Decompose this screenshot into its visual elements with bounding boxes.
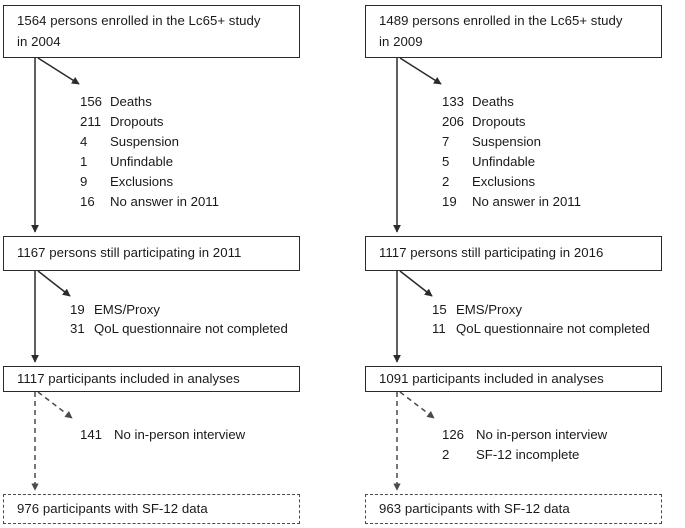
final-box-2009: 963 participants with SF-12 data [365,494,662,524]
loss-count: 211 [80,114,102,129]
loss-item: 141 No in-person interview [80,428,245,448]
loss-reason: Suspension [110,134,179,149]
loss-item: 19 EMS/Proxy [70,303,288,322]
loss-reason: No in-person interview [476,427,608,442]
loss-count: 2 [442,174,450,189]
participating-box-2011: 1167 persons still participating in 2011 [3,236,300,271]
loss-list-2009-wave3: 126 No in-person interview 2 SF-12 incom… [442,428,607,468]
loss-item: 7 Suspension [442,135,581,155]
loss-item: 16 No answer in 2011 [80,195,219,215]
loss-reason: Dropouts [472,114,526,129]
loss-item: 133 Deaths [442,95,581,115]
loss-item: 5 Unfindable [442,155,581,175]
connector-right-loss-3 [399,391,435,419]
loss-reason: Unfindable [472,154,536,169]
loss-reason: SF-12 incomplete [476,447,580,462]
final-box-2004: 976 participants with SF-12 data [3,494,300,524]
loss-list-2009-wave1: 133 Deaths 206 Dropouts 7 Suspension 5 U… [442,95,581,215]
loss-reason: EMS/Proxy [456,302,522,317]
loss-item: 2 Exclusions [442,175,581,195]
loss-count: 19 [70,302,85,317]
loss-item: 19 No answer in 2011 [442,195,581,215]
loss-item: 1 Unfindable [80,155,219,175]
loss-list-2004-wave3: 141 No in-person interview [80,428,245,448]
loss-count: 11 [432,321,446,336]
loss-reason: Suspension [472,134,541,149]
connector-right-loss-1 [399,57,442,85]
connector-left-loss-2 [37,270,71,297]
connector-right-loss-2 [399,270,433,297]
loss-count: 133 [442,94,465,109]
connector-left-loss-3 [37,391,73,419]
loss-item: 11 QoL questionnaire not completed [432,322,650,341]
loss-reason: Dropouts [110,114,164,129]
loss-count: 16 [80,194,95,209]
loss-reason: No answer in 2011 [110,194,219,209]
loss-reason: Deaths [472,94,514,109]
enrollment-box-2004: 1564 persons enrolled in the Lc65+ study… [3,5,300,58]
loss-count: 156 [80,94,103,109]
loss-count: 7 [442,134,450,149]
enrollment-box-2009: 1489 persons enrolled in the Lc65+ study… [365,5,662,58]
loss-count: 19 [442,194,457,209]
loss-reason: QoL questionnaire not completed [94,321,288,336]
loss-count: 1 [80,154,88,169]
loss-count: 4 [80,134,88,149]
participating-box-2016: 1117 persons still participating in 2016 [365,236,662,271]
loss-list-2004-wave2: 19 EMS/Proxy 31 QoL questionnaire not co… [70,303,288,341]
loss-list-2004-wave1: 156 Deaths 211 Dropouts 4 Suspension 1 U… [80,95,219,215]
included-box-2004: 1117 participants included in analyses [3,366,300,392]
loss-item: 2 SF-12 incomplete [442,448,607,468]
loss-item: 15 EMS/Proxy [432,303,650,322]
loss-count: 206 [442,114,465,129]
loss-count: 141 [80,427,103,442]
loss-count: 15 [432,302,447,317]
loss-item: 211 Dropouts [80,115,219,135]
loss-item: 9 Exclusions [80,175,219,195]
loss-item: 156 Deaths [80,95,219,115]
loss-reason: Deaths [110,94,152,109]
loss-item: 206 Dropouts [442,115,581,135]
loss-reason: No in-person interview [114,427,246,442]
loss-reason: Exclusions [472,174,536,189]
loss-reason: Exclusions [110,174,174,189]
loss-count: 126 [442,427,465,442]
connector-left-loss-1 [37,57,80,85]
loss-item: 31 QoL questionnaire not completed [70,322,288,341]
included-box-2009: 1091 participants included in analyses [365,366,662,392]
loss-reason: No answer in 2011 [472,194,581,209]
loss-item: 4 Suspension [80,135,219,155]
loss-count: 31 [70,321,85,336]
loss-count: 5 [442,154,450,169]
loss-count: 9 [80,174,88,189]
loss-item: 126 No in-person interview [442,428,607,448]
loss-reason: Unfindable [110,154,174,169]
loss-list-2009-wave2: 15 EMS/Proxy 11 QoL questionnaire not co… [432,303,650,341]
loss-count: 2 [442,447,450,462]
loss-reason: QoL questionnaire not completed [456,321,650,336]
loss-reason: EMS/Proxy [94,302,160,317]
